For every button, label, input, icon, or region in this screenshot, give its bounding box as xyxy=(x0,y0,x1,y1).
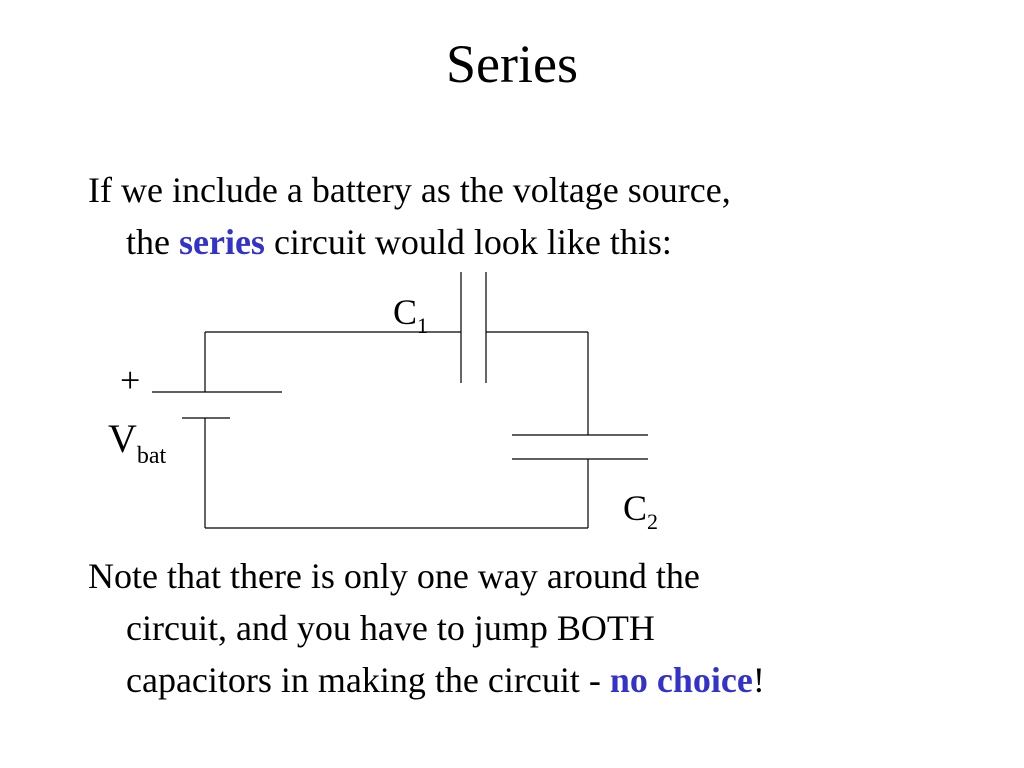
c1-label: C1 xyxy=(393,292,428,338)
intro-line-2: the series circuit would look like this: xyxy=(88,216,968,268)
note-line-2: circuit, and you have to jump BOTH xyxy=(126,608,655,648)
intro-paragraph: If we include a battery as the voltage s… xyxy=(88,164,968,268)
note-line-3-before: capacitors in making the circuit - xyxy=(126,660,610,700)
note-line-3-after: ! xyxy=(752,660,765,700)
intro-line-1: If we include a battery as the voltage s… xyxy=(88,170,731,210)
slide-title: Series xyxy=(446,34,578,94)
series-emphasis: series xyxy=(178,222,265,262)
note-line-1: Note that there is only one way around t… xyxy=(88,556,700,596)
c2-label: C2 xyxy=(623,488,658,534)
intro-line-2-after: circuit would look like this: xyxy=(264,222,672,262)
note-paragraph: Note that there is only one way around t… xyxy=(88,550,968,706)
vbat-label: Vbat xyxy=(108,416,167,469)
intro-line-2-before: the xyxy=(126,222,179,262)
note-line-3: capacitors in making the circuit - no ch… xyxy=(88,654,968,706)
battery-plus-label: + xyxy=(120,360,140,400)
no-choice-emphasis: no choice xyxy=(609,660,753,700)
